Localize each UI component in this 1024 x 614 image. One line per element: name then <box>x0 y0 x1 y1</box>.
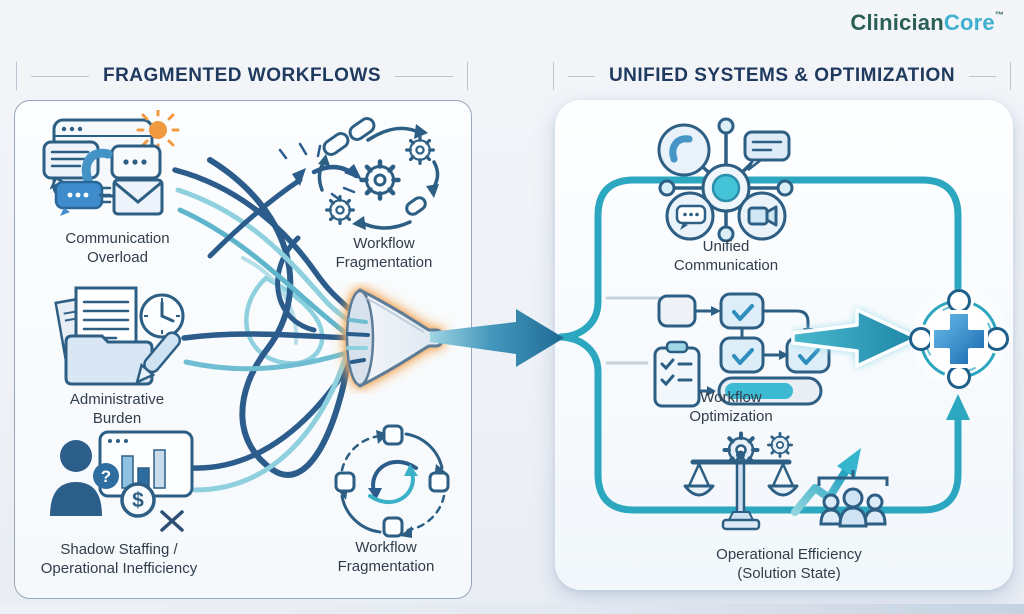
flowchart-progress-icon <box>653 292 831 408</box>
header-end-tick <box>16 62 17 90</box>
funnel-icon <box>345 288 444 388</box>
gear-icon <box>767 432 793 458</box>
dollar-icon: $ <box>120 482 156 518</box>
message-node-icon <box>743 130 791 171</box>
documents-folder-clock-pen-icon <box>54 286 185 386</box>
header-end-tick <box>553 62 554 90</box>
chat-bubble-blue-icon <box>54 180 104 216</box>
broken-cycle-icon <box>334 424 450 538</box>
communication-hub-icon <box>657 117 794 242</box>
broken-gears-icon <box>317 117 440 230</box>
trademark-symbol: ™ <box>994 10 1004 20</box>
header-end-tick <box>1010 62 1012 90</box>
scales-growth-team-icon <box>683 431 889 531</box>
label-shadow-staffing: Shadow Staffing /Operational Inefficienc… <box>40 541 198 578</box>
growth-arrow-icon <box>791 448 861 516</box>
folder-icon <box>64 334 154 386</box>
video-node-icon <box>737 191 787 241</box>
breakout-arrow-icon <box>207 142 362 259</box>
plus-cross-icon <box>930 310 988 368</box>
header-rule <box>568 75 595 77</box>
header-end-tick <box>467 62 469 90</box>
header-rule <box>31 75 89 77</box>
pen-icon <box>135 331 182 385</box>
logo-text-core: Core <box>943 10 995 35</box>
flow-arrow-icon <box>430 309 564 367</box>
header-fragmented-workflows: FRAGMENTED WORKFLOWS <box>16 60 469 92</box>
checklist-icon <box>653 340 701 408</box>
team-icon <box>817 470 889 528</box>
clock-icon <box>139 293 185 339</box>
solution-arrow-icon <box>791 308 919 368</box>
question-bubble-icon: ? <box>93 463 119 489</box>
sun-burst-icon <box>136 110 180 152</box>
phone-node-icon <box>657 123 711 177</box>
label-operational-efficiency: Operational Efficiency(Solution State) <box>716 546 862 583</box>
bottom-gradient-strip <box>0 604 1024 614</box>
left-section-title: FRAGMENTED WORKFLOWS <box>102 65 382 86</box>
check-box-icon <box>719 336 765 374</box>
orbit-arcs-icon <box>919 299 999 379</box>
progress-bar-icon <box>717 376 823 406</box>
tangled-lines-icon <box>172 142 362 493</box>
brand-logo: ClinicianCore™ <box>850 10 1004 36</box>
header-rule <box>395 75 454 77</box>
broken-chain-icon <box>322 117 376 156</box>
logo-text-clinician: Clinician <box>850 10 944 35</box>
medical-plus-icon <box>907 287 1011 391</box>
process-loop-icon <box>557 176 970 514</box>
loop-up-arrowhead <box>946 394 970 420</box>
scales-icon <box>683 450 799 531</box>
communication-cluster-icon <box>42 110 180 216</box>
check-box-icon <box>719 292 765 330</box>
svg-text:$: $ <box>132 489 144 512</box>
person-silhouette-icon <box>50 440 102 516</box>
person-question-dollar-chart-icon: ? $ <box>50 430 194 532</box>
header-unified-systems: UNIFIED SYSTEMS & OPTIMIZATION <box>553 60 1012 92</box>
envelope-icon <box>98 178 164 216</box>
right-section-title: UNIFIED SYSTEMS & OPTIMIZATION <box>608 65 956 86</box>
svg-text:?: ? <box>101 467 111 486</box>
header-rule <box>969 75 997 77</box>
flow-box-icon <box>657 294 697 328</box>
chat-node-icon <box>665 191 715 241</box>
x-mark-icon <box>160 510 184 532</box>
